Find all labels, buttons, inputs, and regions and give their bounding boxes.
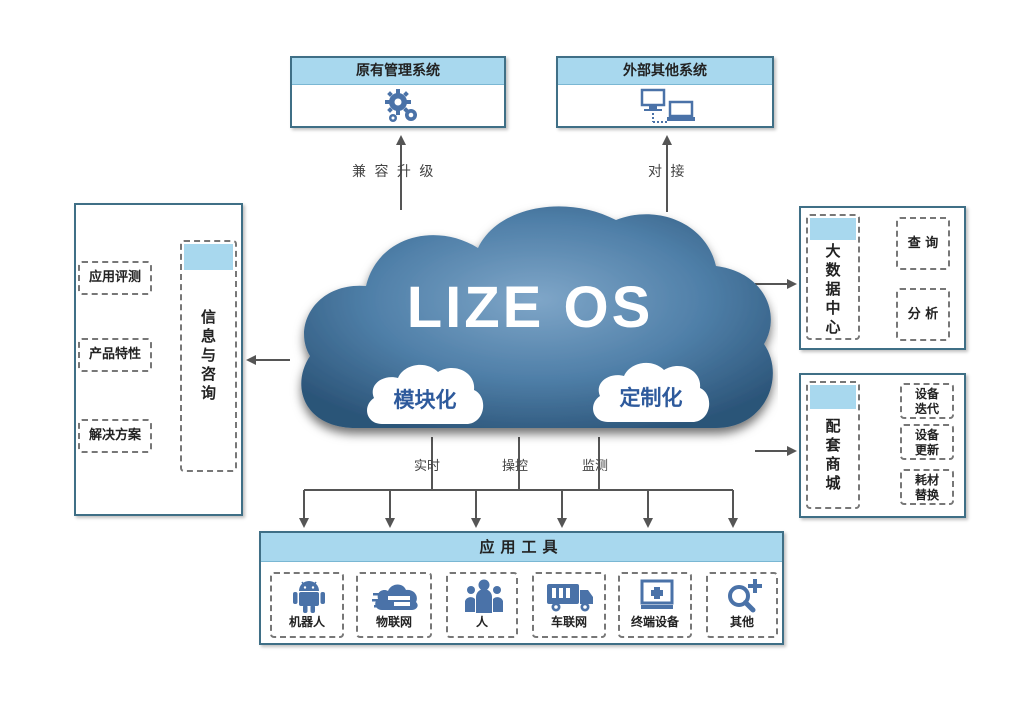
app-tools-title: 应用工具 bbox=[261, 533, 782, 562]
mall-column: 配 套 商 城 bbox=[806, 381, 860, 509]
tool-people-label: 人 bbox=[475, 615, 488, 629]
solutions-item: 解决方案 bbox=[78, 419, 152, 453]
tool-vehicle-network: 车联网 bbox=[532, 572, 606, 638]
terminal-device-icon bbox=[640, 579, 674, 615]
tool-vehicle-network-label: 车联网 bbox=[550, 615, 587, 629]
dock-label: 对 接 bbox=[648, 164, 687, 180]
label-control: 操控 bbox=[502, 459, 529, 474]
label-realtime: 实时 bbox=[414, 459, 441, 474]
tool-others-label: 其他 bbox=[729, 615, 754, 629]
cloud-title: LIZE OS bbox=[406, 275, 654, 340]
label-monitor: 监测 bbox=[582, 459, 609, 474]
external-system-title: 外部其他系统 bbox=[558, 58, 772, 85]
search-plus-icon bbox=[725, 577, 763, 617]
info-column-header bbox=[184, 244, 233, 270]
device-iteration-item: 设备迭代 bbox=[900, 383, 954, 419]
bigdata-column-header bbox=[810, 218, 856, 240]
app-tools-panel: 应用工具 bbox=[259, 531, 784, 645]
info-column: 信 息 与 咨 询 bbox=[180, 240, 237, 472]
mall-column-header bbox=[810, 385, 856, 409]
truck-icon bbox=[546, 582, 594, 616]
people-icon bbox=[463, 578, 505, 618]
consumable-replace-item: 耗材替换 bbox=[900, 469, 954, 505]
device-update-item: 设备更新 bbox=[900, 424, 954, 460]
mall-column-title: 配 套 商 城 bbox=[825, 417, 841, 492]
tool-robot: 机器人 bbox=[270, 572, 344, 638]
tool-people: 人 bbox=[446, 572, 518, 638]
legacy-system-title: 原有管理系统 bbox=[292, 58, 504, 85]
custom-bubble bbox=[593, 362, 710, 422]
custom-label: 定制化 bbox=[619, 386, 683, 410]
tool-iot: 物联网 bbox=[356, 572, 432, 638]
tool-terminal-device: 终端设备 bbox=[618, 572, 692, 638]
bigdata-column: 大 数 据 中 心 bbox=[806, 214, 860, 340]
analyze-item: 分 析 bbox=[896, 288, 950, 341]
gears-icon bbox=[384, 88, 420, 128]
tool-others: 其他 bbox=[706, 572, 778, 638]
android-robot-icon bbox=[292, 578, 326, 618]
computers-icon bbox=[640, 88, 696, 130]
query-item: 查 询 bbox=[896, 217, 950, 270]
external-system-box: 外部其他系统 bbox=[556, 56, 774, 128]
app-review-item: 应用评测 bbox=[78, 261, 152, 295]
bigdata-column-title: 大 数 据 中 心 bbox=[825, 242, 841, 336]
modular-label: 模块化 bbox=[393, 388, 457, 412]
info-column-title: 信 息 与 咨 询 bbox=[200, 308, 216, 402]
tool-terminal-device-label: 终端设备 bbox=[630, 615, 679, 629]
compat-upgrade-label: 兼 容 升 级 bbox=[352, 164, 436, 180]
tool-robot-label: 机器人 bbox=[288, 615, 325, 629]
modular-bubble bbox=[367, 364, 484, 424]
product-features-item: 产品特性 bbox=[78, 338, 152, 372]
tool-iot-label: 物联网 bbox=[375, 615, 412, 629]
cloud-network-icon bbox=[372, 580, 420, 618]
legacy-system-box: 原有管理系统 bbox=[290, 56, 506, 128]
